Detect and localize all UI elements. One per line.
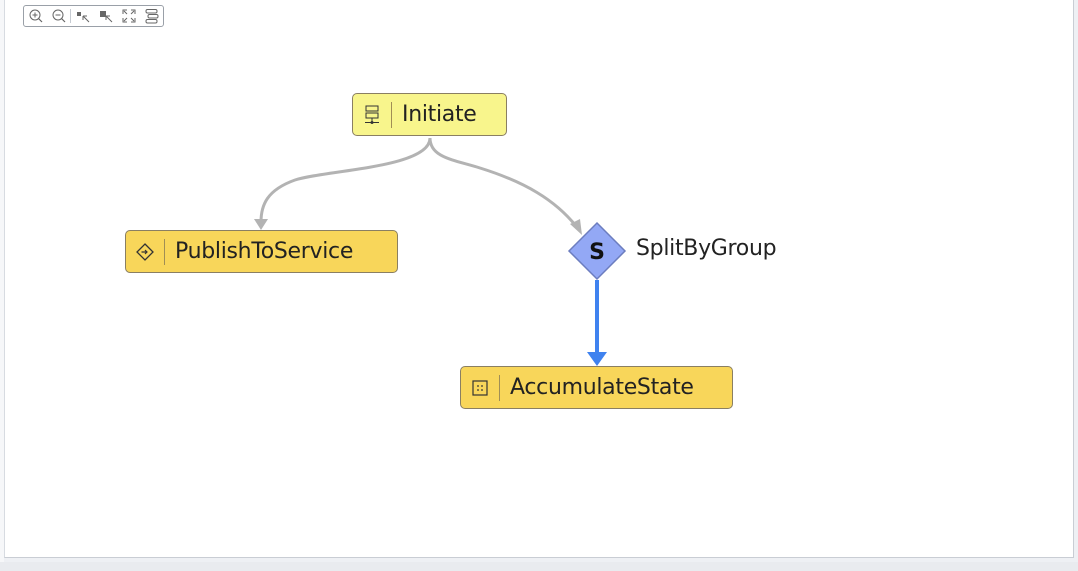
toolbar-separator — [70, 9, 71, 23]
node-accumulate-state[interactable]: AccumulateState — [460, 366, 733, 409]
arrowhead — [254, 219, 268, 230]
auto-layout-button[interactable] — [140, 6, 163, 26]
bottom-strip — [0, 562, 1078, 571]
zoom-in-button[interactable] — [24, 6, 47, 26]
select-single-button[interactable] — [71, 6, 94, 26]
split-by-group-label: SplitByGroup — [636, 236, 777, 261]
node-label: Initiate — [402, 102, 477, 127]
node-divider — [391, 101, 392, 128]
zoom-in-icon — [29, 9, 42, 23]
node-label: PublishToService — [175, 239, 354, 264]
select-multi-button[interactable] — [94, 6, 117, 26]
diamond-badge: S — [589, 240, 605, 265]
node-initiate[interactable]: Initiate — [352, 93, 507, 136]
outer-margin — [0, 0, 4, 571]
arrowhead — [570, 219, 582, 235]
arrowhead — [587, 352, 607, 366]
select-multi-icon — [99, 11, 112, 23]
node-divider — [499, 374, 500, 401]
auto-layout-icon — [145, 9, 158, 24]
diamond-shape: S — [567, 221, 627, 281]
send-diamond-icon — [126, 231, 164, 272]
node-publish-to-service[interactable]: PublishToService — [125, 230, 398, 273]
zoom-out-icon — [52, 9, 65, 23]
grid-box-icon — [461, 367, 499, 408]
node-label: AccumulateState — [510, 375, 694, 400]
diagram-canvas[interactable]: Initiate PublishToService S SplitByGroup — [4, 0, 1074, 558]
edges-layer — [254, 137, 607, 366]
node-divider — [164, 238, 165, 265]
gateway-icon — [353, 94, 391, 135]
node-split-by-group[interactable]: S — [567, 221, 627, 281]
edge-initiate-split[interactable] — [428, 137, 578, 227]
diagram-toolbar — [23, 5, 164, 27]
fit-to-screen-icon — [122, 9, 135, 23]
zoom-out-button[interactable] — [47, 6, 70, 26]
select-single-icon — [76, 12, 89, 23]
edge-initiate-publish[interactable] — [259, 137, 432, 223]
fit-to-screen-button[interactable] — [117, 6, 140, 26]
